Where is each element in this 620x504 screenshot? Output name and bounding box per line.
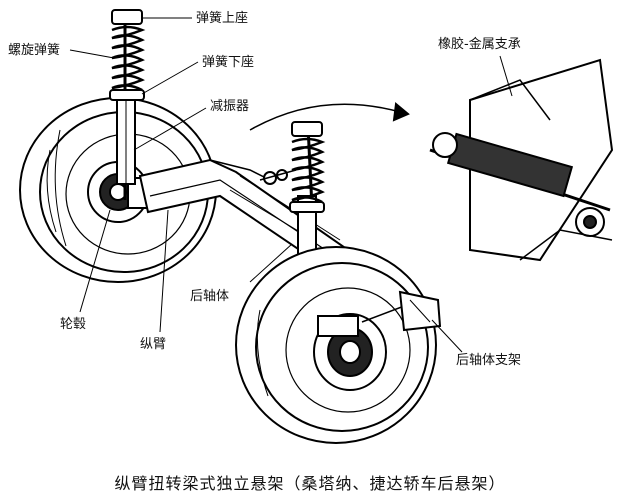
rubber-metal-bearing-inset [429,58,614,262]
left-coil-spring [109,9,146,101]
right-coil-spring [289,121,326,213]
right-wheel-hub [313,299,421,391]
leader-lines [69,17,513,353]
rear-axle-bracket [398,290,442,332]
center-link [259,169,297,185]
label-shock-absorber: 减振器 [210,99,250,114]
magnify-arrow [249,102,410,131]
label-coil-spring: 螺旋弹簧 [8,43,61,58]
label-trailing-arm: 纵臂 [140,337,167,352]
label-rear-axle-bracket: 后轴体支架 [456,353,522,368]
label-rear-axle-body: 后轴体 [190,289,230,304]
label-wheel-hub: 轮毂 [60,317,87,332]
label-spring-upper-seat: 弹簧上座 [196,11,249,26]
figure-caption: 纵臂扭转梁式独立悬架（桑塔纳、捷达轿车后悬架） [114,474,506,493]
label-rubber-metal-bearing: 橡胶-金属支承 [438,37,521,52]
label-spring-lower-seat: 弹簧下座 [202,55,255,70]
